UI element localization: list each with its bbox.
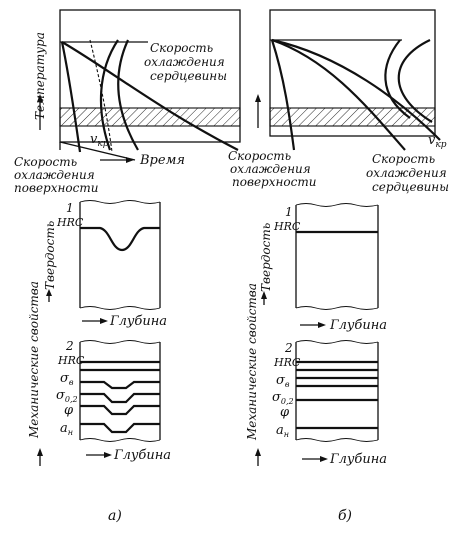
depth-arrowhead-mech-left <box>104 452 112 458</box>
mech-hrc-left: HRC <box>57 354 85 367</box>
mech-sigma-02-left: σ0,2 <box>56 388 78 404</box>
mechanical-chart-right <box>295 340 379 442</box>
depth-label-mech-right: Глубина <box>329 452 387 467</box>
mech-y-arrowhead-left <box>37 448 43 456</box>
hardness-axis-label-right: Твердость <box>259 223 273 292</box>
cooling-frame-right <box>269 9 436 137</box>
hrc-label-left: HRC <box>56 216 84 229</box>
depth-label-hardness-right: Глубина <box>329 318 387 333</box>
mech-line-sigma-b-left <box>80 380 160 390</box>
core-label-right-2: охлаждения <box>366 166 447 180</box>
depth-arrowhead-hardness-right <box>318 322 326 328</box>
mech-right-bottom-break <box>295 438 379 442</box>
hrc-label-right: HRC <box>273 220 301 233</box>
y-arrowhead-left <box>37 94 43 102</box>
surface-label-right-2: охлаждения <box>230 162 311 176</box>
mech-y-arrowhead-right <box>255 448 261 456</box>
vkr-label-right: vкр <box>428 133 447 150</box>
mech-sigma-b-right: σв <box>276 373 290 389</box>
mech-an-right: aн <box>276 423 289 439</box>
mech-index-left: 2 <box>65 339 74 353</box>
cooling-chart-right <box>269 9 441 151</box>
mech-axis-label-right: Механические свойства <box>245 283 259 441</box>
hardness-axis-label-left: Твердость <box>43 221 57 290</box>
x-arrowhead-left <box>126 157 134 163</box>
surface-label-left-1: Скорость <box>14 155 77 169</box>
hardness-index-right: 1 <box>285 205 293 219</box>
core-cooling-curve-left <box>89 39 113 153</box>
surface-label-right-1: Скорость <box>228 149 291 163</box>
depth-arrowhead-mech-right <box>320 456 328 462</box>
mech-index-right: 2 <box>284 341 293 355</box>
y-arrowhead-right <box>255 94 261 102</box>
mech-hrc-right: HRC <box>273 356 301 369</box>
vkr-curve-right-1 <box>271 38 406 151</box>
vkr-curve-left <box>61 41 239 151</box>
hardness-index-left: 1 <box>66 201 74 215</box>
hardness-chart-right <box>295 203 379 310</box>
c-curve-end-right <box>397 39 433 123</box>
core-label-left-3: сердцевины <box>150 69 227 83</box>
depth-label-mech-left: Глубина <box>113 448 171 463</box>
mech-phi-left: φ <box>64 403 74 418</box>
hardness-right-top-break <box>295 203 379 207</box>
vkr-label-left: vкр <box>90 132 109 149</box>
hardness-bottom-break <box>79 306 161 310</box>
mech-sigma-02-right: σ0,2 <box>272 390 294 406</box>
hardness-top-break <box>79 200 161 204</box>
caption-left: а) <box>108 508 122 524</box>
caption-right: б) <box>338 508 352 524</box>
mech-phi-right: φ <box>280 405 290 420</box>
c-curve-start-right <box>384 39 411 119</box>
surface-label-right-3: поверхности <box>232 175 316 189</box>
time-axis-label: Время <box>139 153 185 168</box>
temperature-axis-label: Температура <box>33 32 47 120</box>
mech-sigma-b-left: σв <box>60 371 74 387</box>
mech-top-break <box>79 340 161 344</box>
mech-axis-label-left: Механические свойства <box>27 281 41 439</box>
surface-label-left-2: охлаждения <box>14 168 95 182</box>
hardness-curve-left <box>80 226 160 252</box>
core-pointer-line-left <box>59 141 136 161</box>
hardness-right-bottom-break <box>295 306 379 310</box>
martensite-band-left <box>59 107 241 127</box>
c-curve-end-left <box>117 39 139 151</box>
mech-bottom-break <box>79 438 161 442</box>
depth-arrowhead-hardness-left <box>100 318 108 324</box>
cooling-frame-left <box>59 9 241 143</box>
mech-line-phi-left <box>80 404 160 416</box>
core-label-right-3: сердцевины <box>372 180 449 194</box>
mech-line-an-left <box>80 422 160 434</box>
surface-cooling-curve-right <box>270 39 296 151</box>
core-label-left-2: охлаждения <box>144 55 225 69</box>
depth-label-hardness-left: Глубина <box>109 314 167 329</box>
surface-label-left-3: поверхности <box>14 181 98 195</box>
vkr-curve-right-2 <box>271 38 441 141</box>
martensite-band-right <box>269 107 436 127</box>
core-label-right-1: Скорость <box>372 152 435 166</box>
mech-line-sigma-02-left <box>80 392 160 404</box>
mech-right-top-break <box>295 340 379 344</box>
mechanical-chart-left <box>79 340 161 442</box>
surface-cooling-curve-left <box>60 41 82 153</box>
hardness-y-arrowhead-right <box>261 291 267 299</box>
cooling-chart-left <box>59 9 241 161</box>
core-label-left-1: Скорость <box>150 41 213 55</box>
mech-an-left: aн <box>60 421 73 437</box>
hardness-y-arrowhead-left <box>46 289 52 296</box>
hardness-chart-left <box>79 200 161 310</box>
